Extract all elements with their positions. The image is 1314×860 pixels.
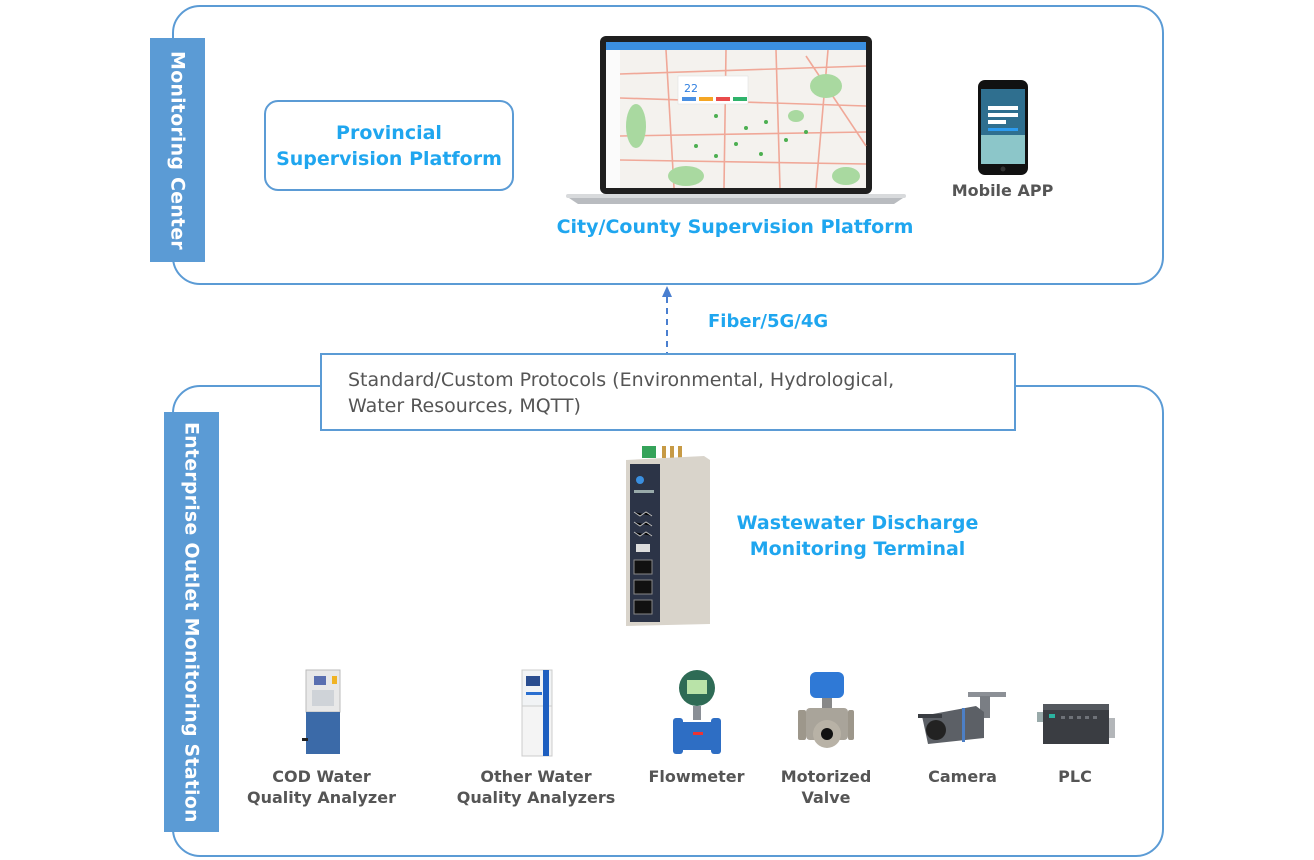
laptop-popup-value: 22 (684, 82, 698, 95)
flowmeter-icon (672, 670, 721, 754)
mobile-phone-icon (978, 80, 1028, 175)
device-camera: Camera (910, 668, 1015, 787)
enterprise-station-label: Enterprise Outlet Monitoring Station (164, 412, 219, 832)
device-plc: PLC (1025, 668, 1125, 787)
terminal-device-icon (626, 446, 710, 626)
provincial-platform-line2: Supervision Platform (276, 147, 502, 170)
city-county-platform-label: City/County Supervision Platform (556, 216, 914, 238)
motorized-valve-icon (798, 672, 854, 748)
protocols-line2: Water Resources, MQTT) (348, 395, 581, 417)
protocols-line1: Standard/Custom Protocols (Environmental… (348, 369, 895, 391)
cod-analyzer-icon (301, 669, 340, 754)
uplink-arrow-icon (662, 286, 672, 354)
camera-icon (917, 692, 1006, 744)
terminal-label: Wastewater Discharge Monitoring Terminal (736, 512, 979, 560)
device-flowmeter: Flowmeter (644, 668, 749, 787)
plc-icon (1037, 704, 1115, 744)
laptop-icon: 22 (566, 36, 906, 204)
monitoring-center-label: Monitoring Center (150, 38, 205, 262)
water-analyzer-icon (521, 669, 553, 757)
mobile-app-label: Mobile APP (951, 181, 1054, 200)
provincial-platform-line1: Provincial (336, 121, 442, 144)
provincial-platform-box: Provincial Supervision Platform (264, 100, 514, 191)
network-label: Fiber/5G/4G (708, 311, 829, 332)
protocols-box: Standard/Custom Protocols (Environmental… (320, 353, 1016, 431)
